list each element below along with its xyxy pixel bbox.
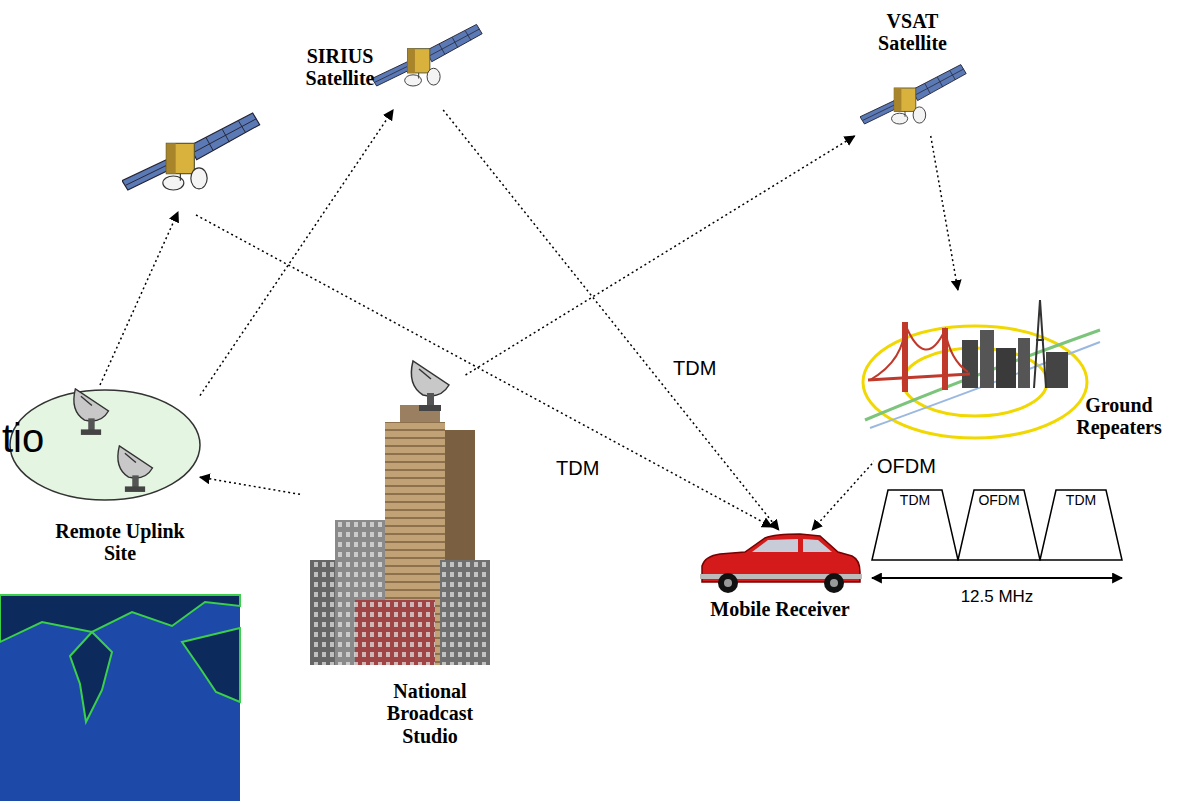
dish-antenna	[74, 389, 109, 435]
satellite-icon	[122, 113, 260, 190]
signal-link	[931, 136, 958, 290]
skyline	[996, 348, 1016, 388]
coast	[182, 628, 240, 702]
building	[355, 600, 435, 665]
streak	[865, 330, 1100, 420]
satellite-node: VSAT Satellite	[850, 8, 977, 136]
node-label: Mobile Receiver	[700, 598, 860, 620]
signal-link	[200, 477, 300, 494]
signal-link	[812, 460, 875, 530]
band-label: TDM	[1066, 493, 1096, 508]
radio-tower	[1034, 300, 1046, 388]
car-icon	[700, 534, 862, 593]
peninsula	[70, 632, 112, 722]
repeater-node: Ground Repeaters	[860, 290, 1180, 460]
skyline	[980, 330, 994, 388]
skyline	[1018, 338, 1030, 388]
band-label: OFDM	[978, 493, 1019, 508]
windows	[355, 600, 435, 665]
studio-node: National Broadcast Studio	[300, 375, 490, 775]
band-trapezoid	[1040, 490, 1122, 560]
bandwidth-label: 12.5 MHz	[961, 588, 1034, 607]
skyline	[962, 340, 978, 388]
ocean	[0, 595, 240, 801]
bridge-cable	[870, 324, 968, 380]
dish-antenna	[411, 361, 449, 411]
signal-label: TDM	[556, 457, 599, 479]
studio-buildings	[310, 361, 490, 665]
building	[440, 560, 490, 665]
satellite-node: SIRIUS Satellite	[295, 15, 485, 110]
signal-ring	[863, 326, 1087, 438]
satellite-icon	[860, 65, 966, 124]
node-label: Remote Uplink Site	[55, 520, 185, 565]
dish-antenna	[118, 446, 153, 492]
signal-link	[200, 110, 393, 396]
car-window	[752, 539, 798, 552]
signal-label: TDM	[670, 357, 719, 379]
node-label: Ground Repeaters	[1062, 394, 1176, 439]
node-label: SIRIUS Satellite	[295, 45, 385, 90]
spectrum-plot	[872, 490, 1122, 578]
car-wheel	[824, 573, 844, 593]
receiver-node: Mobile Receiver	[700, 530, 862, 660]
node-label: National Broadcast Studio	[375, 680, 485, 747]
repeater-art	[863, 300, 1100, 438]
coast	[0, 595, 240, 642]
uplink-site-node: Remote Uplink Site	[10, 380, 200, 585]
band-trapezoid	[872, 490, 958, 560]
free-links	[100, 212, 772, 527]
car-hub	[724, 579, 732, 587]
node-label: VSAT Satellite	[850, 10, 975, 55]
map-inset	[0, 595, 240, 801]
downlink-beam	[196, 215, 772, 527]
satellite-icon	[372, 24, 482, 86]
band-trapezoid	[958, 490, 1040, 560]
car-window	[803, 539, 832, 552]
car-wheel	[718, 573, 738, 593]
skyline	[1046, 352, 1068, 388]
band-label: TDM	[900, 493, 930, 508]
windows	[440, 560, 490, 665]
cut-off-text: tio	[2, 416, 44, 460]
car-hub	[830, 579, 838, 587]
uplink-beam	[100, 212, 178, 385]
bridge-deck	[868, 374, 970, 380]
signal-label: OFDM	[874, 455, 939, 477]
bandwidth-arrow	[872, 577, 1122, 579]
signal-link	[466, 136, 855, 375]
signal-link	[443, 110, 779, 530]
